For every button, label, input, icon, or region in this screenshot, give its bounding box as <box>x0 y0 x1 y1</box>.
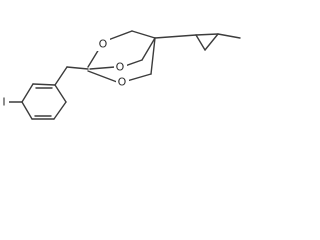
bond-o-middle-ch2 <box>124 59 143 67</box>
bond-cp-methyl <box>217 33 241 39</box>
bond-c4-cyclopropyl <box>154 34 197 39</box>
bond-ring-3 <box>21 83 34 103</box>
label-masks <box>0 37 129 109</box>
bond-o-lower-ch2 <box>126 73 152 82</box>
oxygen-label-lower: O <box>118 76 127 89</box>
bond-ch2-c4-upper <box>131 30 156 39</box>
bond-ring-1 <box>54 66 68 86</box>
bond-cp-ring-b <box>204 33 219 51</box>
bond-ch2-c4-middle <box>141 37 156 61</box>
atom-labels: O O O I <box>2 38 126 109</box>
oxygen-label-middle: O <box>116 61 125 74</box>
bond-ring-7 <box>54 84 67 103</box>
cyclopropyl-group <box>154 33 241 51</box>
cage-bonds <box>87 30 156 83</box>
bond-ring-6 <box>53 101 67 120</box>
bond-cp-ring-c <box>195 33 219 36</box>
iodophenyl-group <box>7 66 89 120</box>
bond-c1-o-lower <box>87 70 118 83</box>
bond-o-upper-ch2 <box>107 30 133 41</box>
iodine-label: I <box>2 96 5 109</box>
molecule-structure-diagram: O O O I <box>0 30 241 120</box>
oxygen-label-upper: O <box>99 38 108 51</box>
bond-c1-o-middle <box>89 66 116 70</box>
bond-ring-4 <box>21 101 33 120</box>
bond-c1-o-upper <box>87 48 100 68</box>
bond-ring-2 <box>32 83 56 86</box>
bond-c1-phenyl <box>66 66 89 70</box>
bond-ch2-c4-lower <box>150 37 156 75</box>
bond-cp-ring-a <box>195 34 206 51</box>
